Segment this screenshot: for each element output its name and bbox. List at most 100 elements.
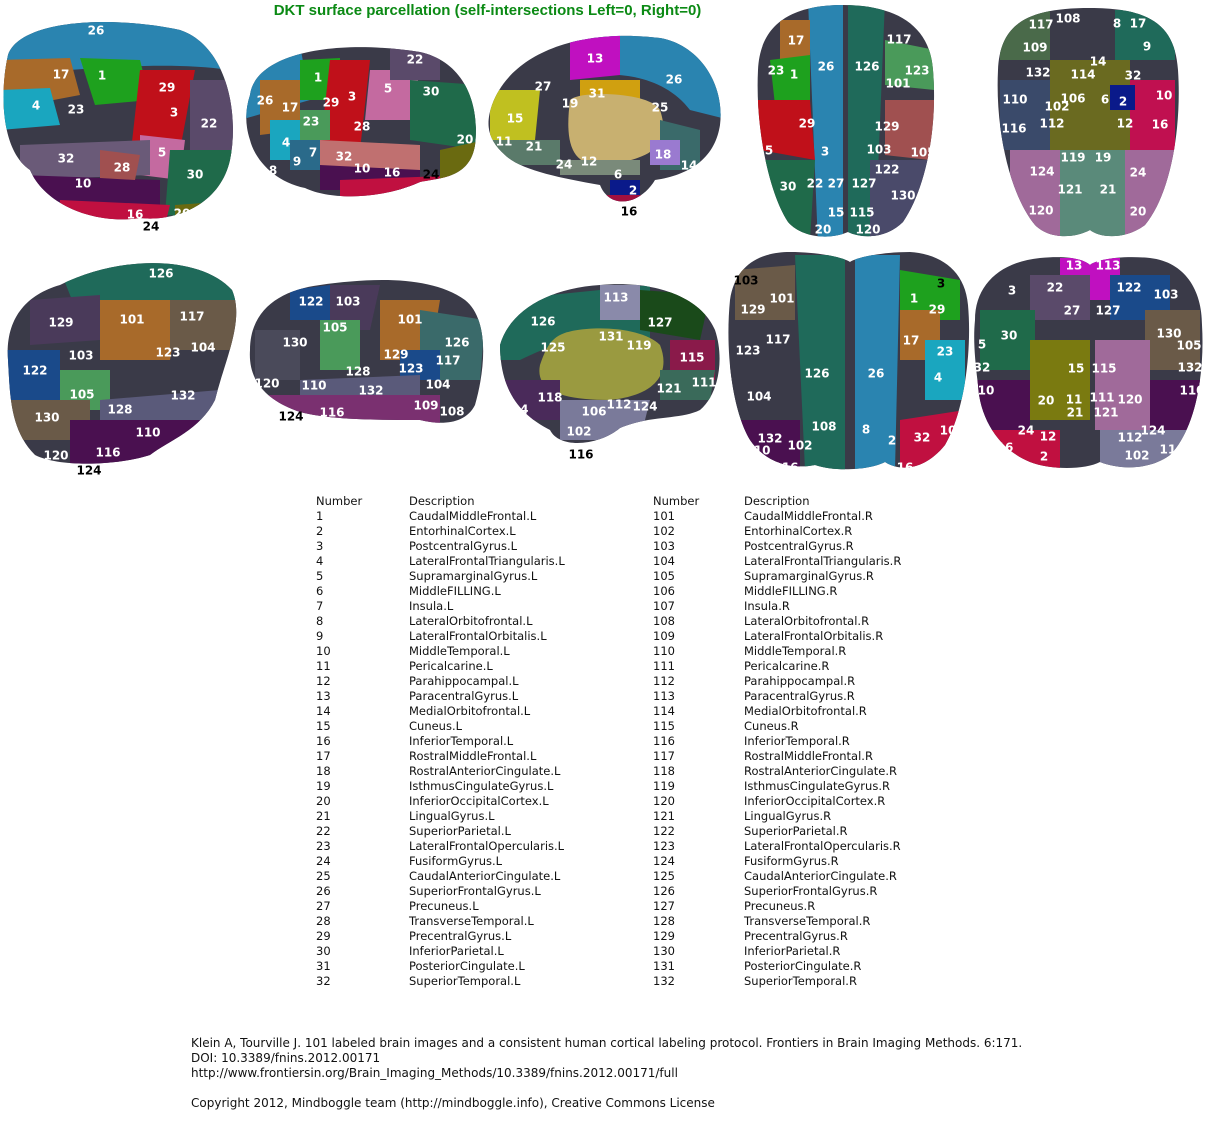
region-label: 124 (1140, 424, 1165, 438)
region-label: 125 (540, 341, 565, 355)
region-label: 16 (997, 441, 1014, 455)
region-label: 23 (68, 103, 85, 117)
region-label: 9 (1143, 40, 1151, 54)
region-description: TransverseTemporal.R (744, 914, 871, 928)
region-description: Cuneus.R (744, 719, 799, 733)
region-description: SuperiorTemporal.L (409, 974, 521, 988)
region-label: 10 (978, 384, 995, 398)
region-label: 111 (691, 376, 716, 390)
region-label: 15 (507, 112, 524, 126)
region-label: 14 (1090, 55, 1107, 69)
region-number: 9 (316, 629, 324, 643)
credits: Klein A, Tourville J. 101 labeled brain … (191, 1036, 1022, 1111)
region-label: 32 (914, 431, 931, 445)
region-label: 119 (1060, 151, 1085, 165)
region-label: 17 (1130, 17, 1147, 31)
region-number: 117 (653, 749, 675, 763)
region-label: 13 (587, 52, 604, 66)
region-number: 17 (316, 749, 331, 763)
header-number: Number (653, 494, 700, 508)
region-label: 102 (1124, 449, 1149, 463)
region-label: 127 (647, 316, 672, 330)
region-label: 2 (888, 434, 896, 448)
region-label: 119 (626, 339, 651, 353)
region-label: 105 (1176, 339, 1201, 353)
region-description: TransverseTemporal.L (409, 914, 534, 928)
region-label: 130 (1156, 327, 1181, 341)
table-header: Number Description (316, 494, 636, 509)
region-number: 6 (316, 584, 324, 598)
region-description: MiddleFILLING.L (409, 584, 501, 598)
region-label: 15 (828, 206, 845, 220)
region-label: 121 (656, 382, 681, 396)
citation-line: Klein A, Tourville J. 101 labeled brain … (191, 1036, 1023, 1050)
region-description: Insula.R (744, 599, 790, 613)
region-label: 4 (934, 371, 942, 385)
region-label: 10 (354, 162, 371, 176)
region-description: LateralFrontalTriangularis.R (744, 554, 902, 568)
region-label: 120 (1028, 204, 1053, 218)
header-number: Number (316, 494, 363, 508)
header-description: Description (409, 494, 475, 508)
region-label: 25 (652, 101, 669, 115)
region-label: 111 (1089, 391, 1114, 405)
region-label: 117 (1028, 18, 1053, 32)
region-label: 2 (1040, 450, 1048, 464)
region-description: Insula.L (409, 599, 454, 613)
brain-views: 2617129423322322853010162024122261729353… (3, 5, 1205, 478)
region-description: CaudalAnteriorCingulate.L (409, 869, 561, 883)
region-number: 31 (316, 959, 331, 973)
region-label: 3 (170, 106, 178, 120)
region-number: 124 (653, 854, 675, 868)
region-description: LingualGyrus.R (744, 809, 832, 823)
region-label: 104 (190, 341, 215, 355)
region-description: PosteriorCingulate.R (744, 959, 862, 973)
region-label: 31 (589, 87, 606, 101)
region-number: 127 (653, 899, 675, 913)
region-description: ParacentralGyrus.L (409, 689, 519, 703)
region-label: 22 (807, 177, 824, 191)
region-label: 112 (606, 398, 631, 412)
region-label: 26 (666, 73, 683, 87)
region-description: MedialOrbitofrontal.R (744, 704, 867, 718)
region-label: 117 (765, 333, 790, 347)
region-description: InferiorTemporal.R (744, 734, 850, 748)
region-label: 102 (787, 439, 812, 453)
region-label: 2 (1119, 95, 1127, 109)
region-label: 123 (904, 64, 929, 78)
region-description: LingualGyrus.L (409, 809, 495, 823)
region-label: 131 (598, 330, 623, 344)
region-label: 20 (1038, 394, 1055, 408)
view-left-medial (488, 35, 721, 202)
region-label: 27 (828, 177, 845, 191)
region-label: 17 (903, 334, 920, 348)
region-label: 121 (1057, 183, 1082, 197)
region-label: 6 (614, 168, 622, 182)
region-number: 115 (653, 719, 675, 733)
region-description: PostcentralGyrus.L (409, 539, 518, 553)
region-label: 5 (765, 144, 773, 158)
region-label: 20 (457, 133, 474, 147)
region-description: IsthmusCingulateGyrus.L (409, 779, 554, 793)
region-description: SuperiorParietal.L (409, 824, 511, 838)
